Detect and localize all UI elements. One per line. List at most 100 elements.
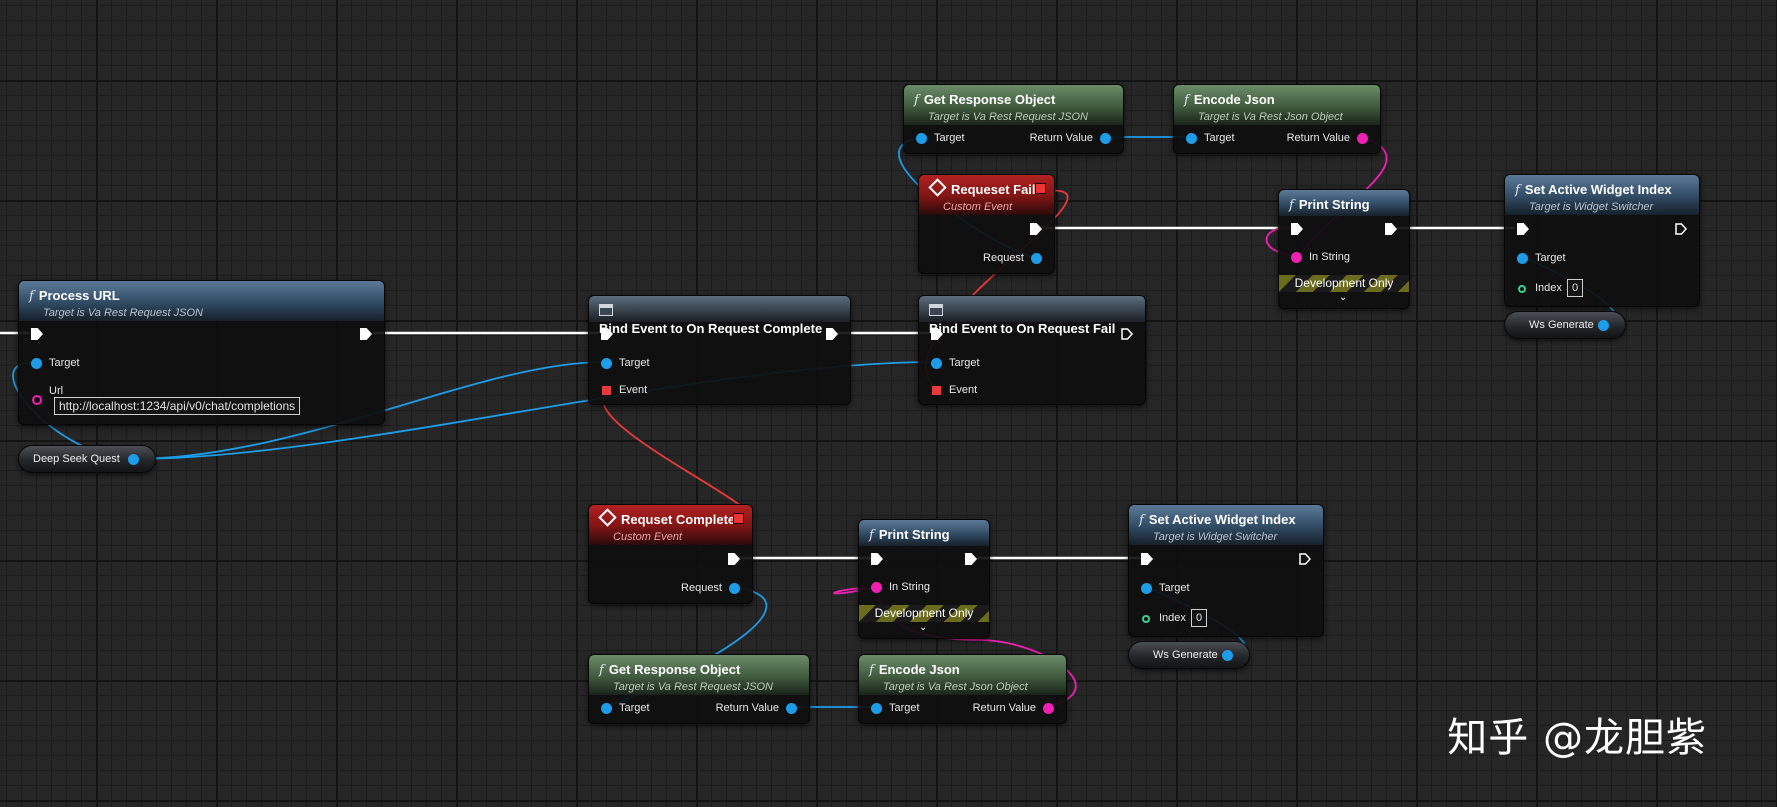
- encode-json-top-subtitle: Target is Va Rest Json Object: [1198, 111, 1343, 123]
- deep-seek-quest-variable[interactable]: Deep Seek Quest: [18, 445, 156, 473]
- index-pin[interactable]: [1518, 285, 1526, 293]
- request-complete-event-node[interactable]: Requset Complete Custom Event Request: [588, 504, 753, 604]
- encode-json-bottom-title: Encode Json: [878, 662, 960, 677]
- target-pin-label: Target: [619, 357, 650, 369]
- exec-in-pin[interactable]: [31, 328, 43, 340]
- exec-out-pin[interactable]: [965, 553, 977, 565]
- target-pin-label: Target: [934, 132, 965, 144]
- exec-in-pin[interactable]: [1517, 223, 1529, 235]
- return-value-pin[interactable]: [1100, 133, 1111, 144]
- print-string-top-title: Print String: [1298, 197, 1370, 212]
- index-pin-label: Index: [1535, 282, 1562, 294]
- event-bind-icon: [599, 304, 613, 316]
- target-pin[interactable]: [1517, 253, 1528, 264]
- url-pin[interactable]: [32, 395, 42, 405]
- target-pin[interactable]: [1141, 583, 1152, 594]
- target-pin[interactable]: [916, 133, 927, 144]
- target-pin[interactable]: [1186, 133, 1197, 144]
- ws-generate-top-pin[interactable]: [1598, 320, 1609, 331]
- index-input[interactable]: 0: [1191, 609, 1208, 627]
- in-string-pin[interactable]: [871, 582, 882, 593]
- exec-out-pin[interactable]: [1299, 553, 1311, 565]
- return-value-label: Return Value: [715, 702, 779, 714]
- exec-out-pin[interactable]: [728, 553, 740, 565]
- process-url-subtitle: Target is Va Rest Request JSON: [43, 307, 203, 319]
- return-value-pin[interactable]: [786, 703, 797, 714]
- exec-out-pin[interactable]: [1030, 223, 1042, 235]
- exec-in-pin[interactable]: [931, 328, 943, 340]
- target-pin[interactable]: [871, 703, 882, 714]
- delegate-pin[interactable]: [1035, 183, 1046, 194]
- exec-out-pin[interactable]: [826, 328, 838, 340]
- function-icon: f: [914, 93, 919, 108]
- target-pin-label: Target: [1535, 252, 1566, 264]
- deep-seek-quest-pin[interactable]: [128, 454, 139, 465]
- index-pin[interactable]: [1142, 615, 1150, 623]
- encode-json-top-title: Encode Json: [1193, 92, 1275, 107]
- ws-generate-bottom-pin[interactable]: [1222, 650, 1233, 661]
- request-fail-subtitle: Custom Event: [943, 201, 1013, 213]
- event-pin[interactable]: [602, 386, 611, 395]
- ws-generate-bottom-variable[interactable]: Ws Generate: [1128, 641, 1250, 669]
- target-pin[interactable]: [31, 358, 42, 369]
- exec-out-pin[interactable]: [1675, 223, 1687, 235]
- return-value-pin[interactable]: [1357, 133, 1368, 144]
- exec-out-pin[interactable]: [360, 328, 372, 340]
- return-value-label: Return Value: [972, 702, 1036, 714]
- target-pin[interactable]: [601, 703, 612, 714]
- ws-generate-bottom-label: Ws Generate: [1153, 649, 1218, 661]
- request-complete-title: Requset Complete: [621, 512, 736, 527]
- return-value-pin[interactable]: [1043, 703, 1054, 714]
- bind-request-complete-node[interactable]: Bind Event to On Request Complete Target…: [588, 295, 851, 405]
- bind-fail-header[interactable]: Bind Event to On Request Fail: [919, 296, 1145, 336]
- event-pin[interactable]: [932, 386, 941, 395]
- set-widget-top-title: Set Active Widget Index: [1524, 182, 1672, 197]
- index-input[interactable]: 0: [1567, 279, 1584, 297]
- encode-json-top-node[interactable]: f Encode Json Target is Va Rest Json Obje…: [1173, 84, 1381, 154]
- expand-chevron-icon[interactable]: ⌄: [919, 622, 928, 633]
- request-complete-header[interactable]: Requset Complete Custom Event: [589, 505, 752, 545]
- request-fail-event-node[interactable]: Requeset Fail Custom Event Request: [918, 174, 1055, 274]
- bind-request-fail-node[interactable]: Bind Event to On Request Fail Target Eve…: [918, 295, 1146, 405]
- exec-in-pin[interactable]: [1291, 223, 1303, 235]
- target-pin-label: Target: [49, 357, 80, 369]
- event-diamond-icon: [598, 508, 617, 527]
- process-url-title: Process URL: [38, 288, 120, 303]
- exec-out-pin[interactable]: [1121, 328, 1133, 340]
- exec-in-pin[interactable]: [1141, 553, 1153, 565]
- function-icon: f: [1184, 93, 1189, 108]
- request-fail-header[interactable]: Requeset Fail Custom Event: [919, 175, 1054, 215]
- expand-chevron-icon[interactable]: ⌄: [1339, 292, 1348, 303]
- exec-out-pin[interactable]: [1385, 223, 1397, 235]
- ws-generate-top-variable[interactable]: Ws Generate: [1504, 311, 1626, 339]
- get-response-bottom-title: Get Response Object: [608, 662, 741, 677]
- target-pin[interactable]: [601, 358, 612, 369]
- exec-in-pin[interactable]: [871, 553, 883, 565]
- in-string-pin[interactable]: [1291, 252, 1302, 263]
- delegate-pin[interactable]: [733, 513, 744, 524]
- url-input[interactable]: http://localhost:1234/api/v0/chat/comple…: [54, 397, 301, 415]
- target-pin-label: Target: [889, 702, 920, 714]
- encode-json-top-header[interactable]: f Encode Json Target is Va Rest Json Obje…: [1174, 85, 1380, 125]
- exec-in-pin[interactable]: [601, 328, 613, 340]
- request-pin[interactable]: [729, 583, 740, 594]
- bind-complete-header[interactable]: Bind Event to On Request Complete: [589, 296, 850, 336]
- target-pin[interactable]: [931, 358, 942, 369]
- request-pin[interactable]: [1031, 253, 1042, 264]
